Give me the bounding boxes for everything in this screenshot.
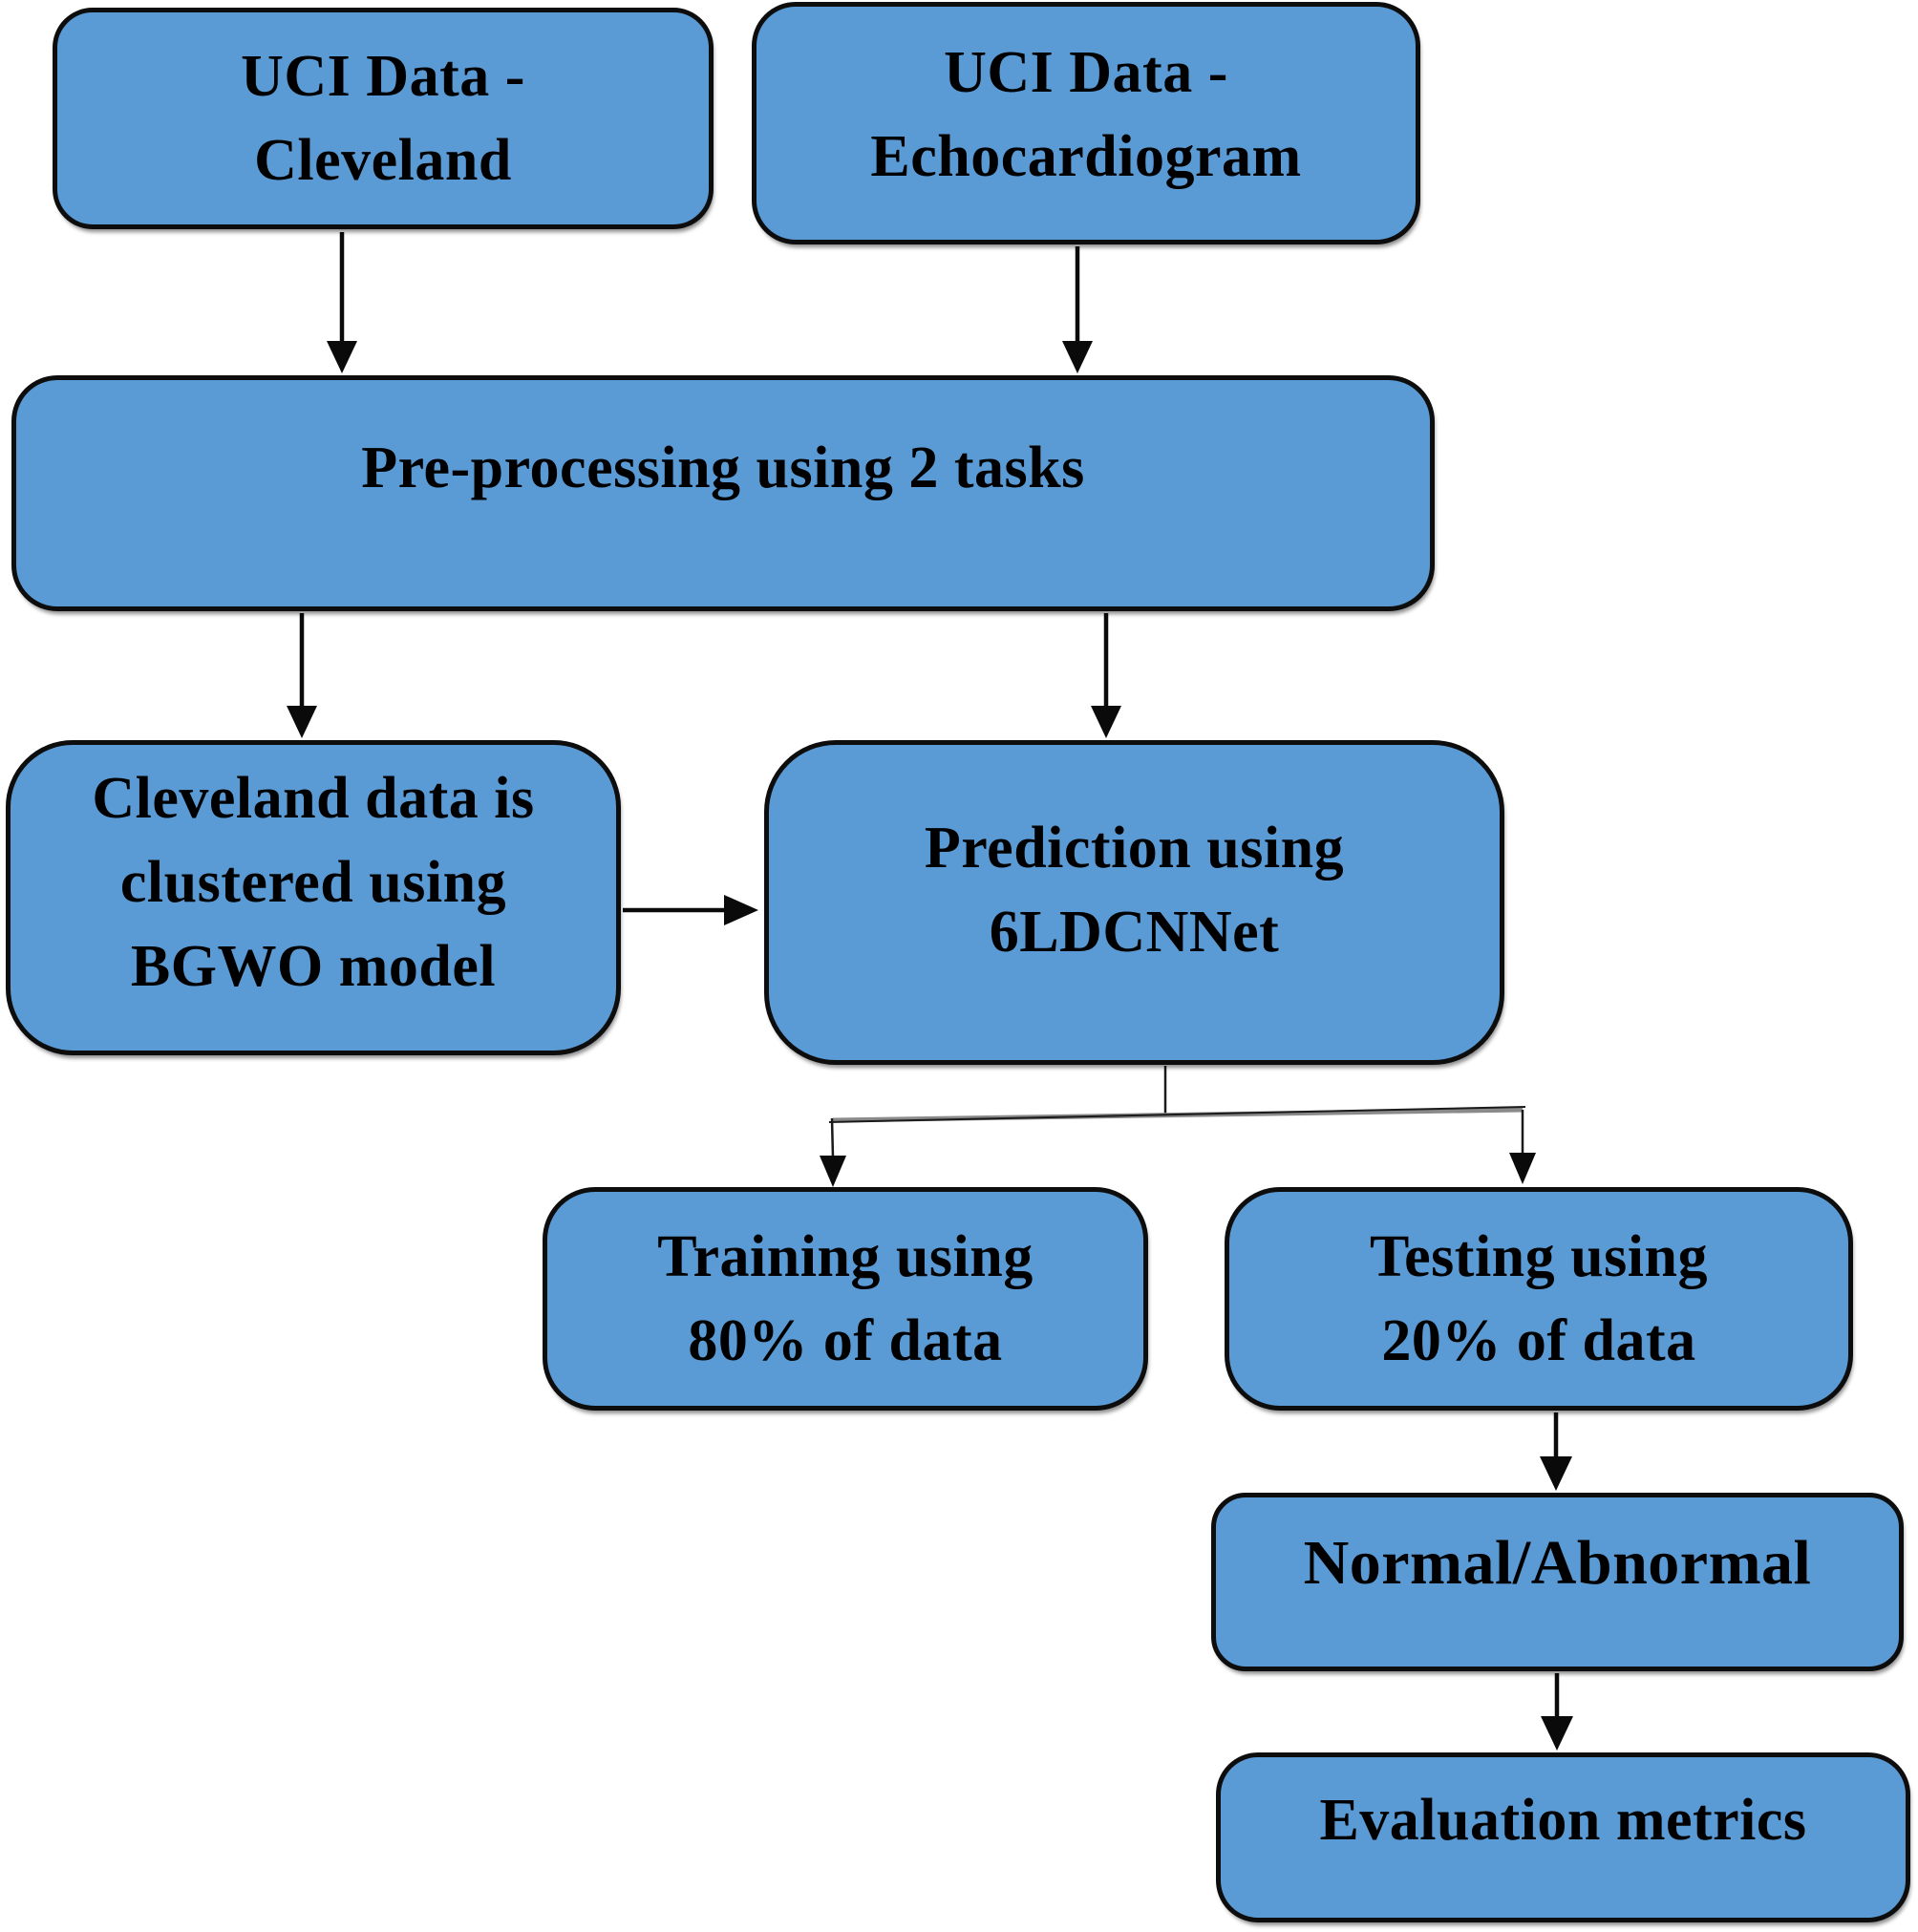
node-training-80-percent: Training using 80% of data: [543, 1187, 1148, 1411]
node-label: Testing using 20% of data: [1370, 1223, 1708, 1373]
node-normal-abnormal: Normal/Abnormal: [1211, 1493, 1904, 1671]
arrow-bgwo-to-prediction: [623, 895, 758, 925]
node-uci-data-echocardiogram: UCI Data - Echocardiogram: [752, 2, 1420, 244]
arrow-uci-cleveland-to-preprocessing: [327, 232, 357, 373]
node-label: Prediction using 6LDCNNet: [924, 815, 1345, 965]
arrow-testing-to-normal: [1540, 1412, 1572, 1491]
arrow-uci-echocardiogram-to-preprocessing: [1062, 246, 1093, 373]
arrow-preprocessing-to-bgwo: [287, 613, 317, 738]
arrow-normal-to-evaluation: [1541, 1673, 1573, 1751]
node-label: Cleveland data is clustered using BGWO m…: [92, 765, 535, 1000]
node-prediction-6ldcnnet: Prediction using 6LDCNNet: [764, 740, 1504, 1065]
connector-prediction-split: [828, 1066, 1526, 1123]
node-label: Normal/Abnormal: [1303, 1527, 1812, 1598]
node-testing-20-percent: Testing using 20% of data: [1225, 1187, 1853, 1411]
node-uci-data-cleveland: UCI Data - Cleveland: [53, 8, 714, 229]
node-label: UCI Data - Cleveland: [241, 43, 525, 193]
arrow-prediction-to-testing: [1509, 1110, 1536, 1184]
node-evaluation-metrics: Evaluation metrics: [1216, 1752, 1910, 1922]
arrow-preprocessing-to-prediction: [1091, 613, 1121, 738]
node-bgwo-clustering: Cleveland data is clustered using BGWO m…: [6, 740, 621, 1055]
node-label: Pre-processing using 2 tasks: [361, 435, 1085, 501]
node-label: Training using 80% of data: [657, 1223, 1034, 1373]
node-label: Evaluation metrics: [1319, 1787, 1807, 1853]
node-label: UCI Data - Echocardiogram: [870, 39, 1302, 189]
arrow-prediction-to-training: [820, 1117, 846, 1187]
node-preprocessing: Pre-processing using 2 tasks: [11, 375, 1435, 611]
